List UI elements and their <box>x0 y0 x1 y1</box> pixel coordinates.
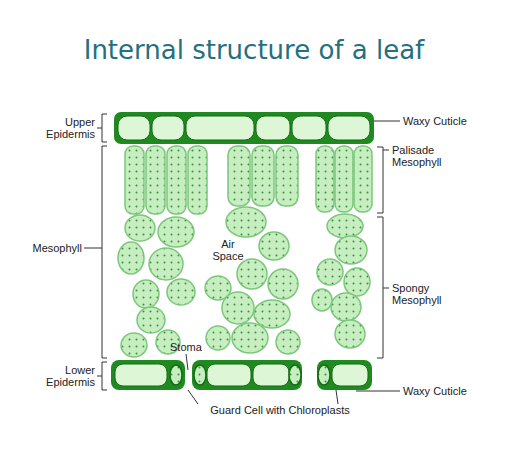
spongy-cell <box>259 232 289 260</box>
epidermis-cell <box>115 364 167 386</box>
spongy-cell <box>232 323 268 353</box>
part-label: Guard Cell with Chloroplasts <box>170 404 390 416</box>
part-label: Waxy Cuticle <box>403 385 498 397</box>
part-label: Air Space <box>208 238 248 262</box>
palisade-cell <box>146 146 165 214</box>
palisade-cell <box>188 146 207 214</box>
guard-cell <box>318 365 330 385</box>
part-label: Spongy Mesophyll <box>392 282 452 306</box>
spongy-cell <box>276 330 300 354</box>
diagram-title: Internal structure of a leaf <box>0 34 508 66</box>
palisade-cell <box>335 146 353 212</box>
epidermis-cell <box>328 116 370 140</box>
part-label: Palisade Mesophyll <box>392 144 452 168</box>
spongy-cell <box>268 269 298 299</box>
epidermis-cell <box>256 116 290 140</box>
bracket <box>377 217 389 358</box>
guard-cell <box>194 365 206 385</box>
leader-line <box>374 121 400 122</box>
epidermis-cell <box>332 364 368 386</box>
epidermis-cell <box>253 364 289 386</box>
spongy-cell <box>335 320 365 348</box>
lower-cuticle <box>317 360 372 390</box>
spongy-cell <box>327 214 363 238</box>
palisade-cell <box>354 146 372 212</box>
lower-cuticle <box>192 360 302 390</box>
palisade-cell <box>228 146 250 206</box>
palisade-cell <box>276 146 298 206</box>
guard-cell <box>170 365 182 385</box>
spongy-cell <box>206 326 230 350</box>
spongy-cell <box>254 300 290 328</box>
part-label: Upper Epidermis <box>35 116 95 140</box>
epidermis-cell <box>292 116 326 140</box>
spongy-cell <box>344 268 370 296</box>
spongy-cell <box>317 259 343 285</box>
spongy-cell <box>133 280 159 308</box>
spongy-cell <box>331 293 361 321</box>
bracket <box>377 147 389 213</box>
epidermis-cell <box>152 116 184 140</box>
bracket <box>84 146 107 358</box>
leader-line <box>356 391 400 392</box>
spongy-cell <box>226 207 266 237</box>
spongy-cell <box>158 217 194 247</box>
spongy-cell <box>167 279 195 305</box>
spongy-cell <box>312 289 332 311</box>
spongy-cell <box>125 215 155 241</box>
part-label: Mesophyll <box>20 242 82 254</box>
spongy-cell <box>335 236 367 264</box>
leader-line <box>186 354 188 370</box>
bracket <box>97 114 107 142</box>
palisade-cell <box>167 146 186 214</box>
guard-cell <box>289 365 301 385</box>
epidermis-cell <box>207 364 251 386</box>
part-label: Stoma <box>170 341 220 353</box>
part-label: Lower Epidermis <box>35 364 95 388</box>
spongy-cell <box>121 333 147 357</box>
upper-cuticle <box>114 112 374 144</box>
spongy-cell <box>137 307 165 333</box>
leader-line <box>188 390 198 404</box>
spongy-cell <box>118 242 144 274</box>
palisade-cell <box>316 146 334 212</box>
lower-cuticle <box>111 360 185 390</box>
palisade-cell <box>252 146 274 206</box>
part-label: Waxy Cuticle <box>403 115 498 127</box>
bracket <box>97 362 107 390</box>
spongy-cell <box>149 248 183 280</box>
leader-line <box>336 390 338 404</box>
spongy-cell <box>222 292 254 324</box>
epidermis-cell <box>186 116 254 140</box>
spongy-cell <box>237 259 267 289</box>
palisade-cell <box>125 146 144 214</box>
epidermis-cell <box>118 116 150 140</box>
